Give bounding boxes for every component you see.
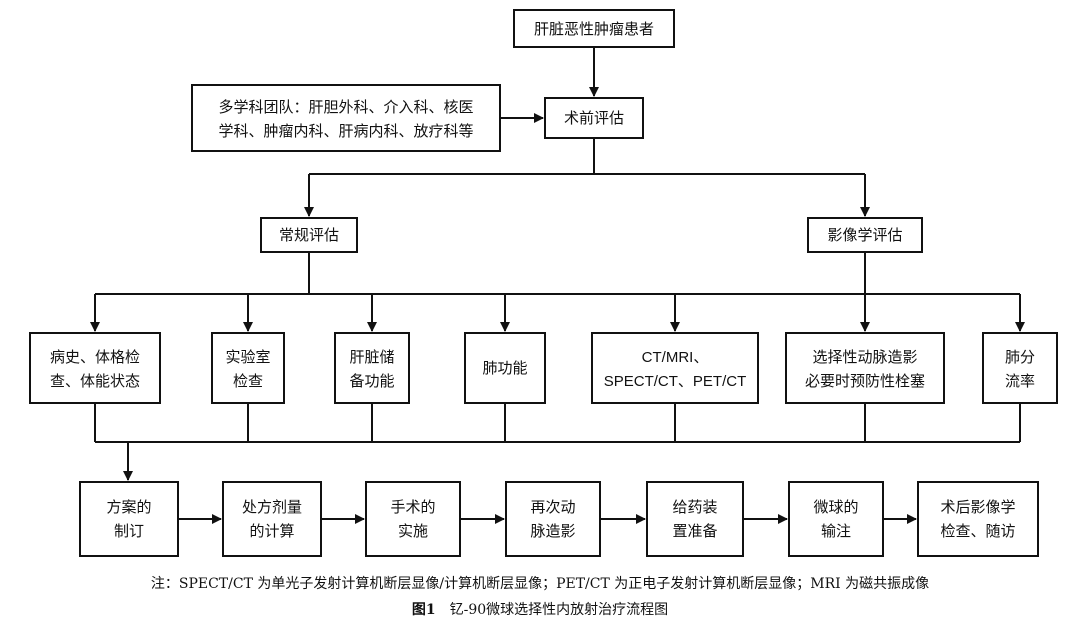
- node-infusion: 微球的 输注: [788, 481, 884, 557]
- node-followup-line-2: 检查、随访: [940, 522, 1015, 540]
- node-patient-line-1: 肝脏恶性肿瘤患者: [534, 20, 654, 38]
- node-dose-line-1: 处方剂量: [242, 498, 302, 516]
- node-ct-mri-line-1: CT/MRI、: [642, 349, 709, 366]
- node-surgery-line-1: 手术的: [390, 498, 435, 516]
- figure-caption: 图1 钇-90微球选择性内放射治疗流程图: [0, 599, 1080, 619]
- node-liver-reserve-line-2: 备功能: [349, 372, 394, 390]
- node-mdt-line-2: 学科、肿瘤内科、肝病内科、放疗科等: [218, 122, 473, 140]
- connectors: [90, 47, 1025, 524]
- figure-title: 钇-90微球选择性内放射治疗流程图: [449, 602, 669, 618]
- node-delivery-prep-line-1: 给药装: [672, 498, 717, 516]
- node-lung-function: 肺功能: [464, 332, 546, 404]
- node-infusion-line-1: 微球的: [813, 498, 858, 516]
- node-delivery-prep-line-2: 置准备: [672, 522, 717, 540]
- node-history: 病史、体格检 查、体能状态: [29, 332, 161, 404]
- node-re-angio-line-1: 再次动: [530, 498, 575, 516]
- node-delivery-prep: 给药装 置准备: [646, 481, 744, 557]
- node-lab-line-1: 实验室: [225, 348, 270, 366]
- node-ct-mri-line-2: SPECT/CT、PET/CT: [604, 373, 747, 390]
- node-history-line-1: 病史、体格检: [50, 348, 140, 366]
- node-liver-reserve: 肝脏储 备功能: [334, 332, 410, 404]
- node-plan: 方案的 制订: [79, 481, 179, 557]
- node-infusion-line-2: 输注: [821, 522, 851, 540]
- node-angio-line-2: 必要时预防性栓塞: [805, 372, 925, 390]
- node-dose: 处方剂量 的计算: [222, 481, 322, 557]
- node-plan-line-2: 制订: [114, 522, 144, 540]
- node-mdt: 多学科团队：肝胆外科、介入科、核医 学科、肿瘤内科、肝病内科、放疗科等: [191, 84, 501, 152]
- node-lab: 实验室 检查: [211, 332, 285, 404]
- node-history-line-2: 查、体能状态: [50, 372, 140, 390]
- node-imaging: 影像学评估: [807, 217, 923, 253]
- figure-note: 注：SPECT/CT 为单光子发射计算机断层显像/计算机断层显像；PET/CT …: [150, 576, 930, 592]
- node-lab-line-2: 检查: [233, 372, 263, 390]
- node-preop: 术前评估: [544, 97, 644, 139]
- node-lung-shunt-line-1: 肺分: [1005, 348, 1035, 366]
- node-ct-mri: CT/MRI、 SPECT/CT、PET/CT: [591, 332, 759, 404]
- node-lung-shunt: 肺分 流率: [982, 332, 1058, 404]
- node-dose-line-2: 的计算: [249, 522, 294, 540]
- figure-number: 图1: [411, 602, 436, 618]
- flowchart: 肝脏恶性肿瘤患者 多学科团队：肝胆外科、介入科、核医 学科、肿瘤内科、肝病内科、…: [29, 9, 1058, 557]
- node-lung-shunt-line-2: 流率: [1005, 372, 1035, 390]
- node-plan-line-1: 方案的: [106, 498, 151, 516]
- node-re-angio: 再次动 脉造影: [505, 481, 601, 557]
- node-surgery: 手术的 实施: [365, 481, 461, 557]
- node-imaging-line-1: 影像学评估: [827, 226, 902, 244]
- node-angio: 选择性动脉造影 必要时预防性栓塞: [785, 332, 945, 404]
- node-routine: 常规评估: [260, 217, 358, 253]
- node-preop-line-1: 术前评估: [564, 109, 624, 127]
- node-re-angio-line-2: 脉造影: [530, 522, 575, 540]
- node-followup-line-1: 术后影像学: [940, 498, 1015, 516]
- node-followup: 术后影像学 检查、随访: [917, 481, 1039, 557]
- node-angio-line-1: 选择性动脉造影: [812, 348, 917, 366]
- node-patient: 肝脏恶性肿瘤患者: [513, 9, 675, 48]
- node-surgery-line-2: 实施: [398, 522, 428, 540]
- node-lung-function-line-1: 肺功能: [482, 359, 527, 377]
- node-routine-line-1: 常规评估: [279, 226, 339, 244]
- node-liver-reserve-line-1: 肝脏储: [349, 348, 394, 366]
- node-mdt-line-1: 多学科团队：肝胆外科、介入科、核医: [218, 98, 473, 116]
